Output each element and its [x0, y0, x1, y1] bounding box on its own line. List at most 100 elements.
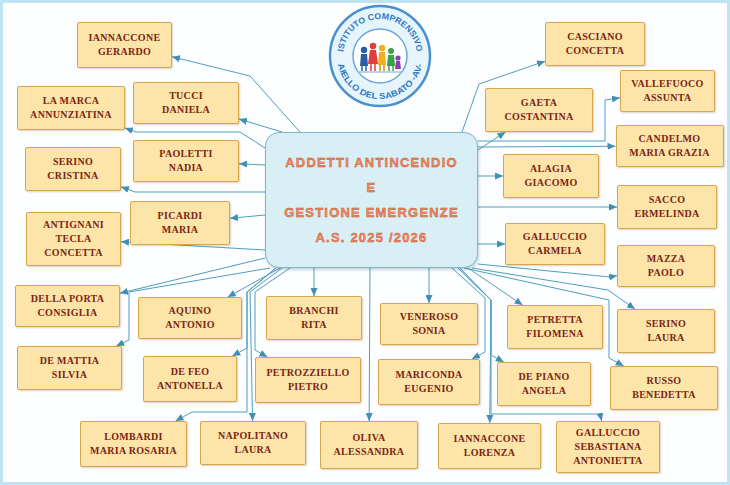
connector-arrow: [472, 268, 635, 309]
person-name: ANTIGNANI TECLA CONCETTA: [41, 218, 107, 260]
text-group: MARICONDA EUGENIO: [389, 368, 469, 396]
title-line: A.S. 2025 /2026: [284, 225, 459, 250]
person-name: DE FEO ANTONELLA: [150, 365, 230, 393]
text-group: DE MATTIA SILVIA: [30, 354, 110, 382]
name-box: DE FEO ANTONELLA: [143, 356, 237, 402]
person-name: PETRETTA FILOMENA: [515, 313, 595, 341]
person-name: DELLA PORTA CONSIGLIA: [28, 292, 108, 320]
connector-arrow: [121, 187, 265, 192]
text-group: ADDETTI ANTINCENDIOEGESTIONE EMERGENZEA.…: [284, 150, 459, 250]
person-name: VALLEFUOCO ASSUNTA: [628, 77, 708, 105]
person-name: SERINO CRISTINA: [33, 155, 113, 183]
school-logo: ISTITUTO COMPRENSIVO AIELLO DEL SABATO -A…: [325, 4, 435, 108]
name-box: ALAGIA GIACOMO: [503, 154, 599, 198]
name-box: IANNACCONE GERARDO: [77, 22, 172, 68]
name-box: GALLUCCIO SEBASTIANA ANTONIETTA: [556, 421, 660, 473]
name-box: MARICONDA EUGENIO: [378, 359, 480, 405]
name-box: PICARDI MARIA: [130, 201, 230, 245]
name-box: BRANCHI RITA: [266, 296, 362, 340]
logo-shape: ISTITUTO COMPRENSIVO AIELLO DEL SABATO -A…: [325, 4, 435, 108]
text-group: ALAGIA GIACOMO: [511, 162, 591, 190]
name-box: DE PIANO ANGELA: [497, 362, 591, 406]
person-name: LA MARCA ANNUNZIATINA: [26, 94, 116, 122]
title-line: GESTIONE EMERGENZE: [284, 200, 459, 225]
text-group: OLIVA ALESSANDRA: [329, 431, 409, 459]
connector-arrow: [478, 176, 503, 177]
person-name: AQUINO ANTONIO: [150, 304, 230, 332]
text-group: CANDELMO MARIA GRAZIA: [623, 132, 717, 160]
person-name: IANNACCONE GERARDO: [85, 31, 165, 59]
title-line: ADDETTI ANTINCENDIO: [284, 150, 459, 175]
name-box: DELLA PORTA CONSIGLIA: [15, 285, 120, 327]
text-group: TUCCI DANIELA: [151, 89, 221, 117]
text-group: VENEROSO SONIA: [393, 310, 465, 338]
name-box: MAZZA PAOLO: [617, 245, 715, 287]
name-box: ANTIGNANI TECLA CONCETTA: [26, 212, 121, 266]
name-box: LA MARCA ANNUNZIATINA: [17, 86, 125, 130]
text-group: SERINO CRISTINA: [33, 155, 113, 183]
name-box: GAETA COSTANTINA: [485, 88, 593, 132]
person-name: SERINO LAURA: [633, 317, 699, 345]
name-box: GALLUCCIO CARMELA: [505, 223, 605, 265]
person-name: TUCCI DANIELA: [151, 89, 221, 117]
text-group: VALLEFUOCO ASSUNTA: [628, 77, 708, 105]
name-box: VALLEFUOCO ASSUNTA: [620, 70, 715, 112]
connector-arrow: [314, 268, 315, 296]
connector-arrow: [478, 146, 616, 148]
name-box: VENEROSO SONIA: [380, 303, 478, 345]
text-group: CASCIANO CONCETTA: [555, 30, 635, 58]
logo-inner: [353, 29, 407, 83]
text-group: AQUINO ANTONIO: [150, 304, 230, 332]
person-name: BRANCHI RITA: [284, 304, 344, 332]
person-name: RUSSO BENEDETTA: [624, 374, 704, 402]
text-group: PETRETTA FILOMENA: [515, 313, 595, 341]
person-name: VENEROSO SONIA: [393, 310, 465, 338]
text-group: PAOLETTI NADIA: [146, 147, 226, 175]
name-box: RUSSO BENEDETTA: [610, 366, 718, 410]
person-name: CASCIANO CONCETTA: [555, 30, 635, 58]
connector-arrow: [478, 244, 505, 245]
person-name: MARICONDA EUGENIO: [389, 368, 469, 396]
connector-arrow: [478, 264, 617, 277]
text-group: GALLUCCIO CARMELA: [515, 230, 595, 258]
logo-text: AIELLO DEL SABATO -AV-: [336, 62, 424, 101]
name-box: SACCO ERMELINDA: [617, 185, 717, 229]
name-box: AQUINO ANTONIO: [138, 297, 242, 339]
logo-text: ISTITUTO COMPRENSIVO: [335, 11, 425, 53]
person-name: DE MATTIA SILVIA: [30, 354, 110, 382]
title-box: ADDETTI ANTINCENDIOEGESTIONE EMERGENZEA.…: [265, 132, 478, 268]
name-box: PETROZZIELLO PIETRO: [255, 357, 361, 403]
name-box: PETRETTA FILOMENA: [507, 305, 603, 349]
name-box: LOMBARDI MARIA ROSARIA: [80, 421, 187, 467]
person-name: SACCO ERMELINDA: [627, 193, 707, 221]
person-name: OLIVA ALESSANDRA: [329, 431, 409, 459]
logo-ring: [330, 6, 430, 106]
person-name: CANDELMO MARIA GRAZIA: [623, 132, 717, 160]
person-name: IANNACCONE LORENZA: [450, 432, 530, 460]
text-group: BRANCHI RITA: [284, 304, 344, 332]
name-box: SERINO CRISTINA: [25, 147, 121, 191]
text-group: GAETA COSTANTINA: [499, 96, 579, 124]
text-group: DE PIANO ANGELA: [504, 370, 584, 398]
person-name: DE PIANO ANGELA: [504, 370, 584, 398]
connector-arrow: [239, 164, 265, 165]
person-name: GALLUCCIO CARMELA: [515, 230, 595, 258]
person-name: NAPOLITANO LAURA: [213, 429, 293, 457]
title-line: E: [284, 175, 459, 200]
text-group: IANNACCONE LORENZA: [450, 432, 530, 460]
connector-arrow: [464, 268, 624, 366]
text-group: SERINO LAURA: [633, 317, 699, 345]
text-group: LA MARCA ANNUNZIATINA: [26, 94, 116, 122]
connector-arrow: [228, 268, 280, 297]
name-box: DE MATTIA SILVIA: [17, 346, 122, 390]
text-group: RUSSO BENEDETTA: [624, 374, 704, 402]
name-box: PAOLETTI NADIA: [133, 140, 239, 182]
name-box: CANDELMO MARIA GRAZIA: [616, 125, 724, 167]
text-group: LOMBARDI MARIA ROSARIA: [88, 430, 180, 458]
text-group: PICARDI MARIA: [147, 209, 213, 237]
name-box: NAPOLITANO LAURA: [200, 421, 306, 465]
person-name: GAETA COSTANTINA: [499, 96, 579, 124]
person-name: PICARDI MARIA: [147, 209, 213, 237]
